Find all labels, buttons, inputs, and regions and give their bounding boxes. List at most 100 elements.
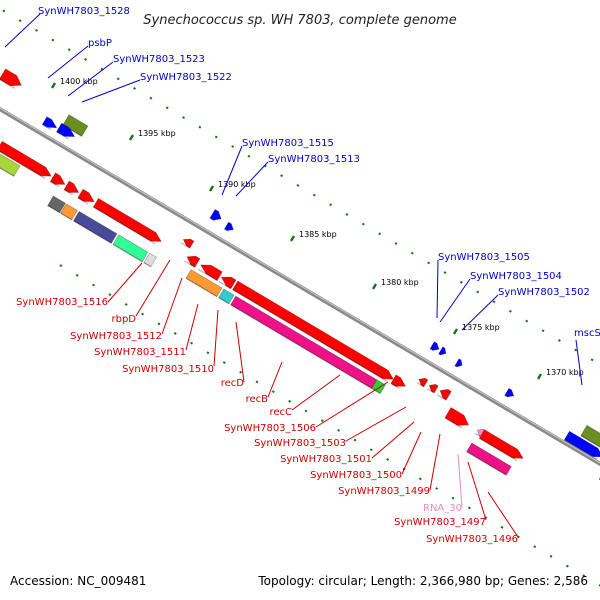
leader-line bbox=[401, 431, 422, 475]
inner-tick-mark bbox=[549, 554, 553, 558]
outer-tick-mark bbox=[508, 309, 512, 313]
scale-tick-mark bbox=[128, 134, 135, 141]
forward-gene-label: psbP bbox=[88, 38, 112, 49]
outer-tick-mark bbox=[476, 290, 480, 294]
outer-tick-mark bbox=[149, 96, 153, 100]
outer-tick-mark bbox=[214, 135, 218, 139]
inner-tick-mark bbox=[418, 477, 422, 481]
gene-recB-shade bbox=[232, 289, 388, 383]
reverse-gene-label: SynWH7803_1506 bbox=[224, 423, 316, 434]
gene-recD-a bbox=[182, 238, 195, 249]
leader-line bbox=[107, 262, 143, 303]
gene-recD-c-shade bbox=[218, 280, 232, 290]
inner-tick-mark bbox=[500, 525, 504, 529]
leader-line bbox=[345, 406, 407, 442]
leader-line bbox=[135, 259, 171, 317]
gene-recC-b bbox=[218, 288, 235, 305]
inner-tick-mark bbox=[75, 273, 79, 277]
gene-1523-shade bbox=[41, 123, 52, 131]
reverse-gene-label: SynWH7803_1510 bbox=[122, 364, 214, 375]
gene-1510 bbox=[92, 197, 162, 242]
gene-recC-a bbox=[185, 269, 223, 297]
gene-1516b-shade bbox=[0, 167, 15, 177]
inner-tick-mark bbox=[92, 283, 96, 287]
reverse-gene-label: SynWH7803_1496 bbox=[426, 534, 518, 545]
gene-1516a-shade bbox=[0, 150, 46, 180]
leader-line bbox=[291, 374, 341, 411]
gene-1511b bbox=[73, 210, 118, 244]
reverse-gene-label: SynWH7803_1512 bbox=[70, 331, 162, 342]
gene-recC-b-shade bbox=[218, 296, 230, 305]
scale-tick-label: 1375 kbp bbox=[462, 323, 500, 332]
gene-mscS-a bbox=[580, 424, 600, 448]
gene-1496 bbox=[466, 442, 512, 476]
gene-1522 bbox=[56, 122, 76, 137]
reverse-gene-label: SynWH7803_1503 bbox=[254, 438, 346, 449]
reverse-gene-label: recC bbox=[269, 407, 292, 418]
gene-1513-shade bbox=[224, 228, 229, 232]
gene-1512a-shade bbox=[77, 197, 89, 205]
gene-1511b-shade bbox=[73, 220, 112, 244]
gene-recD-c bbox=[220, 276, 237, 290]
gene-1503 bbox=[418, 377, 429, 388]
forward-gene-label: mscS bbox=[574, 328, 600, 339]
gene-1502a bbox=[454, 358, 463, 368]
gene-1500 bbox=[439, 389, 452, 401]
gene-mscS-a-shade bbox=[580, 435, 600, 448]
gene-recB bbox=[232, 280, 394, 380]
outer-tick-mark bbox=[263, 164, 267, 168]
reverse-gene-label: SynWH7803_1497 bbox=[394, 517, 486, 528]
inner-tick-mark bbox=[222, 361, 226, 364]
gene-1510c bbox=[143, 252, 157, 268]
inner-tick-mark bbox=[435, 487, 439, 490]
gene-1510b bbox=[112, 234, 149, 263]
inner-tick-mark bbox=[386, 458, 390, 461]
leader-line bbox=[267, 361, 283, 398]
reverse-gene-label: SynWH7803_1500 bbox=[310, 470, 402, 481]
gene-1502b bbox=[504, 387, 515, 398]
genome-backbone bbox=[0, 106, 600, 467]
gene-1510c-shade bbox=[143, 262, 152, 268]
accession-text: Accession: NC_009481 bbox=[10, 574, 146, 588]
gene-recC-a-shade bbox=[185, 277, 218, 298]
gene-1497 bbox=[478, 429, 524, 459]
gene-1516b bbox=[0, 153, 21, 177]
gene-1506 bbox=[390, 374, 406, 387]
outer-tick-mark bbox=[574, 348, 578, 352]
scale-tick-label: 1385 kbp bbox=[299, 230, 337, 239]
gene-recD-d-shade bbox=[184, 260, 196, 268]
reverse-gene-label: SynWH7803_1511 bbox=[94, 347, 186, 358]
label-layer: SynWH7803_1528psbPSynWH7803_1523SynWH780… bbox=[16, 6, 600, 545]
outer-tick-mark bbox=[2, 9, 6, 13]
outer-tick-mark bbox=[443, 271, 447, 275]
scale-tick-mark bbox=[208, 185, 215, 192]
inner-tick-mark bbox=[288, 399, 292, 403]
inner-tick-mark bbox=[369, 448, 373, 452]
leader-line bbox=[81, 79, 141, 103]
forward-gene-label: SynWH7803_1523 bbox=[113, 54, 205, 65]
leader-line bbox=[487, 491, 519, 538]
feature-layer bbox=[0, 68, 600, 481]
inner-tick-mark bbox=[108, 293, 112, 297]
scale-tick-mark bbox=[452, 328, 459, 335]
outer-tick-mark bbox=[165, 106, 169, 110]
leader-line bbox=[161, 277, 183, 335]
reverse-gene-label: recD bbox=[221, 378, 245, 389]
outer-tick-mark bbox=[410, 251, 414, 255]
gene-mscS-b-shade bbox=[564, 439, 598, 460]
forward-gene-label: SynWH7803_1515 bbox=[242, 138, 334, 149]
gene-recD-d bbox=[186, 255, 201, 268]
scale-tick-label: 1380 kbp bbox=[381, 278, 419, 287]
outer-tick-mark bbox=[133, 87, 137, 90]
gene-1515 bbox=[209, 209, 222, 221]
leader-line bbox=[47, 45, 89, 79]
gene-1502b-shade bbox=[504, 394, 509, 398]
leader-line bbox=[4, 13, 41, 48]
gene-recC-d-shade bbox=[371, 387, 381, 395]
reverse-gene-label: SynWH7803_1516 bbox=[16, 297, 108, 308]
gene-mscS-b bbox=[563, 430, 600, 458]
gene-1516c-shade bbox=[49, 180, 60, 188]
inner-tick-mark bbox=[239, 370, 243, 374]
outer-tick-mark bbox=[231, 145, 235, 149]
gene-1499-shade bbox=[444, 417, 463, 429]
